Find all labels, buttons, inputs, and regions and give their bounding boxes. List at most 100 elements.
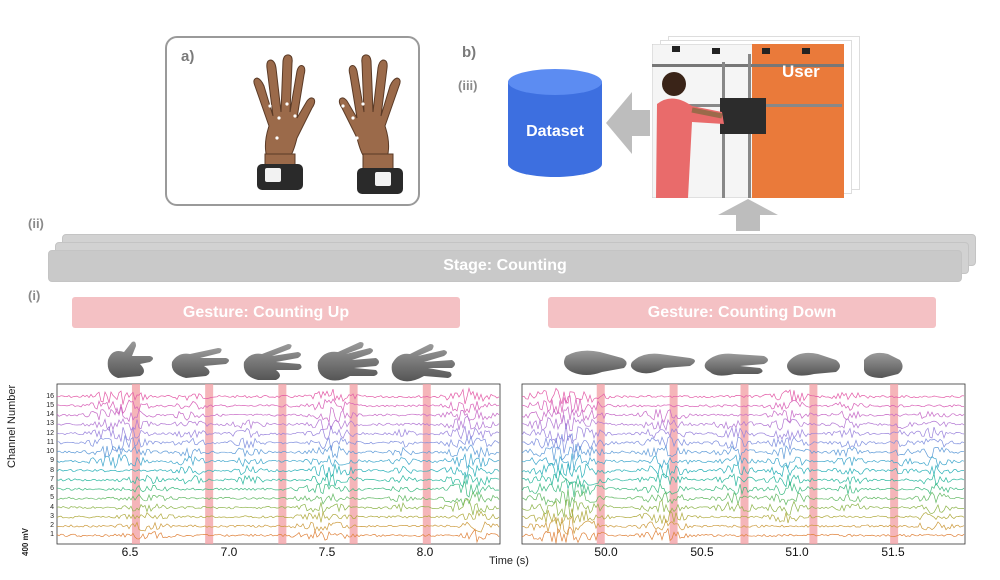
emg-plot-right — [521, 383, 966, 545]
emg-channel-trace — [56, 499, 500, 516]
y-axis-label: Channel Number — [6, 384, 18, 468]
hand-gesture-point-down-icon — [630, 353, 695, 374]
emg-channel-trace — [56, 472, 500, 488]
channel-label: 7 — [50, 475, 54, 483]
channel-label: 10 — [46, 448, 54, 456]
panel-a-label: a) — [181, 48, 195, 65]
emg-channel-trace — [56, 386, 500, 405]
emg-channel-trace — [521, 423, 965, 445]
channel-label: 14 — [46, 411, 54, 419]
emg-channel-trace — [521, 453, 965, 471]
gesture-transition-highlight — [596, 384, 605, 544]
emg-channel-trace — [521, 499, 965, 518]
emg-channel-trace — [521, 526, 965, 544]
channel-label: 3 — [50, 512, 54, 520]
emg-channel-trace — [521, 478, 965, 498]
tick-right-3: 51.0 — [785, 545, 809, 559]
emg-channel-trace — [521, 405, 965, 424]
gesture-transition-highlight — [669, 384, 678, 544]
hand-gesture-curl-down-icon — [787, 352, 840, 376]
roman-iii-label: (iii) — [458, 78, 478, 93]
hand-gesture-five-icon — [391, 344, 455, 382]
gesture-transition-highlight — [278, 384, 287, 544]
hand-gesture-point-two-down-icon — [704, 353, 768, 376]
emg-channel-trace — [521, 432, 965, 454]
tick-left-3: 7.5 — [318, 545, 336, 559]
emg-channel-trace — [56, 415, 500, 432]
hand-gesture-fist-down-icon — [564, 350, 627, 375]
channel-label: 12 — [46, 429, 54, 437]
gesture-transition-highlight — [890, 384, 899, 544]
emg-plot-left — [56, 383, 501, 545]
hand-gesture-thumb-down-icon — [864, 352, 903, 378]
left-armband-icon — [257, 164, 303, 190]
scale-label: 400 mV — [21, 527, 30, 556]
channel-label: 8 — [50, 466, 54, 474]
emg-channel-trace — [56, 528, 500, 544]
emg-channel-trace — [521, 508, 965, 527]
arrow-left-icon — [606, 92, 650, 154]
tick-right-4: 51.5 — [881, 545, 905, 559]
emg-channel-trace — [521, 470, 965, 489]
arrow-up-icon — [718, 199, 778, 231]
channel-label: 6 — [50, 485, 54, 493]
stage-label: Stage: Counting — [443, 257, 567, 274]
gesture-transition-highlight — [131, 384, 140, 544]
marker-dots — [268, 102, 365, 140]
gesture-transition-highlight — [809, 384, 818, 544]
hand-gesture-four-icon — [317, 342, 379, 381]
emg-channel-trace — [56, 398, 500, 415]
roman-i-label: (i) — [28, 288, 41, 303]
gesture-transition-highlight — [740, 384, 749, 544]
emg-channel-trace — [521, 395, 965, 415]
gesture-counting-up: Gesture: Counting Up — [72, 297, 460, 328]
tick-left-1: 6.5 — [121, 545, 139, 559]
channel-label: 5 — [50, 494, 54, 502]
panel-b-label: b) — [462, 44, 477, 61]
right-armband-icon — [357, 168, 403, 194]
hand-gesture-three-icon — [243, 344, 302, 380]
emg-channel-trace — [57, 435, 500, 452]
tick-right-1: 50.0 — [594, 545, 618, 559]
gesture-counting-up-label: Gesture: Counting Up — [182, 303, 350, 321]
emg-channel-trace — [56, 480, 500, 498]
channel-label: 9 — [50, 457, 54, 465]
emg-channel-trace — [56, 509, 500, 523]
emg-channel-trace — [56, 521, 500, 533]
roman-ii-label: (ii) — [28, 216, 44, 231]
panel-a-frame: a) — [165, 36, 420, 206]
x-axis-label: Time (s) — [489, 555, 529, 567]
tick-right-2: 50.5 — [690, 545, 714, 559]
hand-gesture-one-icon — [107, 341, 153, 378]
channel-label: 1 — [50, 531, 54, 539]
channel-label: 15 — [46, 401, 54, 409]
dataset-cylinder-icon — [508, 69, 602, 177]
emg-channel-trace — [521, 443, 965, 461]
stage-bar: Stage: Counting — [48, 250, 962, 282]
emg-channel-trace — [521, 387, 965, 405]
channel-label: 11 — [46, 438, 54, 446]
gesture-hands-row — [107, 341, 903, 382]
user-label: User — [782, 62, 820, 81]
gesture-transition-highlight — [349, 384, 358, 544]
hands-illustration — [253, 54, 403, 194]
emg-channel-trace — [521, 489, 965, 508]
emg-channel-trace — [56, 406, 500, 424]
gesture-transition-highlight — [422, 384, 431, 544]
emg-channel-trace — [56, 425, 500, 442]
emg-plots — [56, 383, 966, 545]
dataset-label: Dataset — [526, 123, 584, 140]
emg-channel-trace — [521, 463, 965, 479]
channel-label: 16 — [46, 392, 54, 400]
tick-left-4: 8.0 — [416, 545, 434, 559]
emg-channel-trace — [56, 452, 500, 470]
emg-channel-trace — [56, 464, 500, 479]
emg-channel-trace — [522, 516, 965, 535]
channel-label: 4 — [50, 503, 54, 511]
gesture-transition-highlight — [205, 384, 214, 544]
gesture-counting-down-label: Gesture: Counting Down — [647, 303, 837, 321]
emg-channel-trace — [56, 444, 500, 459]
channel-label: 13 — [46, 420, 54, 428]
hand-gesture-two-icon — [171, 348, 229, 378]
